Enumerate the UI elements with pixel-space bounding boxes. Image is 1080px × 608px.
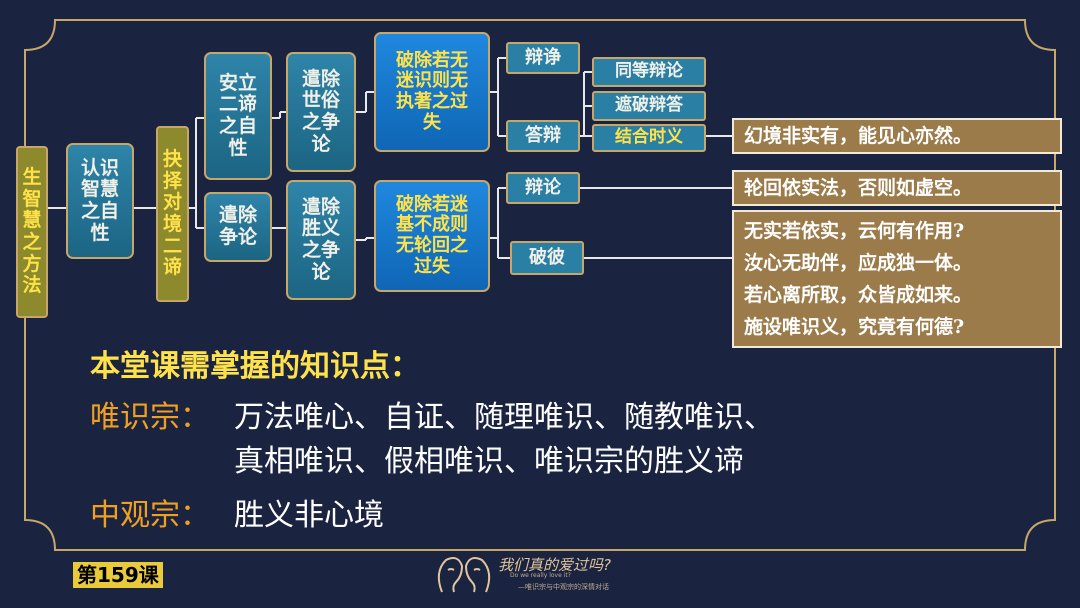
node-n2: 抉择对境二谛 [156, 126, 189, 302]
verse-box-2: 轮回依实法，否则如虚空。 [732, 170, 1062, 206]
node-n5b: 破除若迷基不成则无轮回之过失 [374, 180, 490, 292]
verse-box-3: 无实若依实，云何有作用? 汝心无助伴，应成独一体。 若心离所取，众皆成如来。 施… [732, 210, 1062, 348]
logo-subtitle: Do we really love it? [510, 572, 571, 579]
school-label-weishi: 唯识宗： [90, 400, 210, 435]
knowledge-heading: 本堂课需掌握的知识点： [90, 349, 420, 384]
school-label-zhongguan: 中观宗： [90, 498, 210, 533]
node-n6b: 答辩 [506, 120, 580, 152]
verse-line: 若心离所取，众皆成如来。 [744, 284, 973, 306]
node-n5a: 破除若无迷识则无执著之过失 [374, 32, 490, 152]
node-n7b: 遮破辩答 [592, 91, 706, 121]
knowledge-line-1b: 真相唯识、假相唯识、唯识宗的胜义谛 [234, 444, 744, 479]
lesson-badge: 第159课 [73, 562, 163, 588]
verse-line: 无实若依实，云何有作用? [744, 220, 965, 242]
verse-line: 施设唯识义，究竟有何德? [744, 316, 965, 338]
node-n1: 认识智慧之自性 [66, 143, 134, 259]
node-n4b: 遣除胜义之争论 [286, 180, 356, 300]
knowledge-line-1a: 万法唯心、自证、随理唯识、随教唯识、 [234, 400, 774, 435]
node-n3a: 安立二谛之自性 [204, 52, 272, 180]
knowledge-line-2: 胜义非心境 [234, 498, 384, 533]
node-n6d: 破彼 [510, 241, 584, 275]
verse-line: 汝心无助伴，应成独一体。 [744, 252, 973, 274]
logo-caption: —唯识宗与中观宗的深情对话 [518, 583, 609, 591]
node-n4a: 遣除世俗之争论 [286, 52, 356, 172]
node-n7c: 结合时义 [592, 124, 706, 152]
node-n3b: 遣除争论 [204, 192, 272, 262]
logo-title: 我们真的爱过吗? [498, 556, 611, 574]
logo: 我们真的爱过吗? Do we really love it? —唯识宗与中观宗的… [430, 550, 660, 600]
faces-icon [437, 557, 491, 593]
node-n7a: 同等辩论 [592, 57, 706, 87]
node-root: 生智慧之方法 [16, 146, 48, 318]
node-n6c: 辩论 [506, 172, 580, 204]
verse-box-1: 幻境非实有，能见心亦然。 [732, 118, 1062, 154]
node-n6a: 辩诤 [506, 42, 580, 74]
